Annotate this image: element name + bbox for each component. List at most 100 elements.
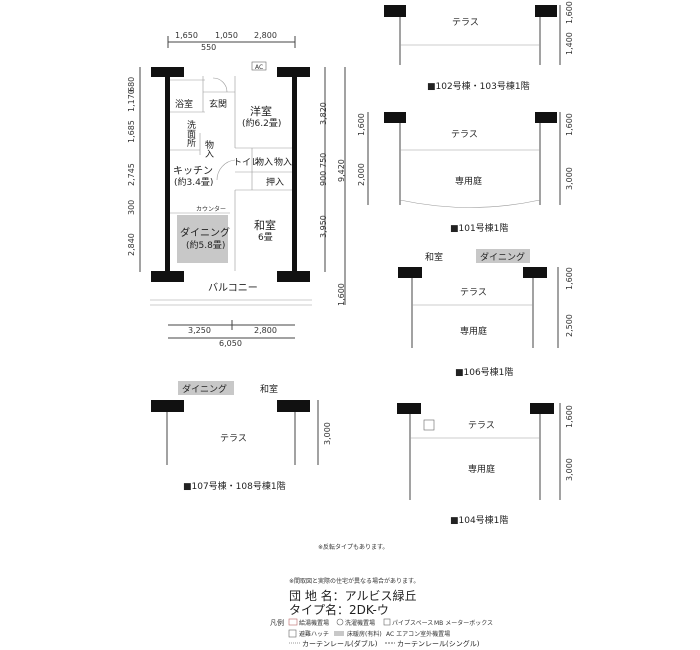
room-dining-size: (約5.8畳) <box>186 239 225 251</box>
legend-item: 避難ハッチ <box>299 630 329 638</box>
dim: 900 <box>319 171 328 186</box>
dim: 3,000 <box>565 458 574 481</box>
dim: 300 <box>127 200 136 215</box>
garden-label: 専用庭 <box>460 325 487 337</box>
dim: 550 <box>201 43 216 52</box>
room-storage: 物入 <box>255 156 273 168</box>
legend-item: AC エアコン室外機置場 <box>386 630 450 638</box>
room-dining: ダイニング <box>480 251 525 263</box>
legend: 凡例 給湯機置場 洗濯機置場 パイプスペース MB メーターボックス 避難ハッチ… <box>270 618 493 648</box>
room-western-size: (約6.2畳) <box>242 117 281 129</box>
dim: 1,600 <box>357 113 366 136</box>
dim: 2,800 <box>254 326 277 335</box>
counter-label: カウンター <box>196 205 226 213</box>
dim: 1,600 <box>565 113 574 136</box>
ac-label: AC <box>255 64 263 71</box>
dims-top: 1,650 1,050 2,800 550 <box>175 31 277 52</box>
dim: 2,840 <box>127 233 136 256</box>
dim: 1,650 <box>175 31 198 40</box>
dim: 3,820 <box>319 102 328 125</box>
variant-label: ■104号棟1階 <box>450 514 508 526</box>
legend-item: カーテンレール(シングル) <box>397 639 480 648</box>
note-reverse: ※反転タイプもあります。 <box>318 543 388 551</box>
room-storage: 物入 <box>203 139 214 158</box>
garden-label: 専用庭 <box>455 175 482 187</box>
dim: 6,050 <box>219 339 242 348</box>
variant-104: テラス 専用庭 1,600 3,000 ■104号棟1階 <box>397 403 574 526</box>
washing-machine-icon <box>336 618 344 626</box>
variant-label: ■101号棟1階 <box>450 222 508 234</box>
dims-right: 3,820 750 900 9,420 3,950 1,600 <box>319 102 346 306</box>
dim: 1,600 <box>565 405 574 428</box>
variant-label: ■106号棟1階 <box>455 366 513 378</box>
legend-item: 床暖房(有料) <box>347 630 382 638</box>
dim: 1,600 <box>565 267 574 290</box>
dim: 680 <box>127 77 136 92</box>
variant-label: ■107号棟・108号棟1階 <box>183 480 286 492</box>
room-storage: 物入 <box>274 156 292 168</box>
dim: 1,600 <box>565 1 574 24</box>
wall-left <box>165 67 170 275</box>
dims-bottom: 3,250 2,800 6,050 <box>188 326 277 348</box>
estate-name: 団 地 名：アルビス緑丘 <box>289 588 417 603</box>
room-japanese: 和室 <box>260 383 278 395</box>
room-washroom: 洗面所 <box>185 119 196 148</box>
variant-106: 和室 ダイニング テラス 専用庭 1,600 2,500 ■106号棟1階 <box>398 249 574 378</box>
variant-101: テラス 専用庭 1,600 2,000 1,600 3,000 ■101号棟1階 <box>357 112 574 234</box>
dim: 1,170 <box>127 89 136 112</box>
ac-outdoor-unit <box>251 61 267 71</box>
room-western: 洋室 <box>250 104 272 118</box>
dim: 1,400 <box>565 32 574 55</box>
room-japanese: 和室 <box>254 218 276 232</box>
type-name: タイプ名：2DK-ウ <box>289 602 389 617</box>
terrace-label: テラス <box>452 17 479 28</box>
main-floor-plan: AC 1,650 1,050 2,800 550 680 1,170 1,685… <box>127 31 346 348</box>
room-entrance: 玄関 <box>209 98 227 110</box>
room-balcony: バルコニー <box>208 282 258 294</box>
water-heater-icon <box>288 618 298 626</box>
dim: 2,800 <box>254 31 277 40</box>
room-dining: ダイニング <box>182 383 227 395</box>
room-labels: 浴室 玄関 洋室 (約6.2畳) 洗面所 物入 キッチン (約3.4畳) トイレ… <box>173 98 292 294</box>
floor-heating-area <box>177 215 228 263</box>
dim: 3,000 <box>323 422 332 445</box>
dim: 2,000 <box>357 163 366 186</box>
evacuation-hatch-icon <box>423 419 435 431</box>
variant-107-108: ダイニング 和室 テラス 3,000 ■107号棟・108号棟1階 <box>151 381 332 492</box>
floor-heating-icon <box>334 631 344 636</box>
dim: 2,500 <box>565 314 574 337</box>
legend-title: 凡例 <box>270 618 284 627</box>
dim: 1,050 <box>215 31 238 40</box>
variant-label: ■102号棟・103号棟1階 <box>427 80 530 92</box>
dims-left: 680 1,170 1,685 2,745 300 2,840 <box>127 77 136 256</box>
room-japanese-size: 6畳 <box>258 232 273 243</box>
dim: 1,685 <box>127 120 136 143</box>
dim: 3,250 <box>188 326 211 335</box>
legend-item: カーテンレール(ダブル) <box>302 639 378 648</box>
terrace-label: テラス <box>460 287 487 298</box>
wall-block <box>151 271 184 282</box>
room-bath: 浴室 <box>175 98 193 110</box>
room-closet: 押入 <box>266 176 284 188</box>
dim: 750 <box>319 153 328 168</box>
note-differ: ※間取図と実際の住宅が異なる場合があります。 <box>289 577 419 585</box>
interior-walls <box>170 76 292 271</box>
legend-item: 給湯機置場 <box>299 619 329 627</box>
terrace-label: テラス <box>451 129 478 140</box>
dim: 3,950 <box>319 215 328 238</box>
room-toilet: トイレ <box>233 158 260 168</box>
terrace-label: テラス <box>468 420 495 431</box>
garden-label: 専用庭 <box>468 463 495 475</box>
variant-102-103: テラス 1,600 1,400 ■102号棟・103号棟1階 <box>384 1 574 92</box>
legend-item: パイプスペース <box>392 620 433 627</box>
room-japanese: 和室 <box>425 251 443 263</box>
notes: ※反転タイプもあります。 ※間取図と実際の住宅が異なる場合があります。 団 地 … <box>289 543 419 617</box>
pipe-space-icon <box>383 618 391 626</box>
hatch-icon <box>288 629 297 638</box>
legend-item: MB メーターボックス <box>434 619 493 627</box>
room-kitchen-size: (約3.4畳) <box>174 176 213 188</box>
legend-item: 洗濯機置場 <box>345 619 375 627</box>
wall-block <box>277 271 310 282</box>
room-dining: ダイニング <box>180 226 230 239</box>
